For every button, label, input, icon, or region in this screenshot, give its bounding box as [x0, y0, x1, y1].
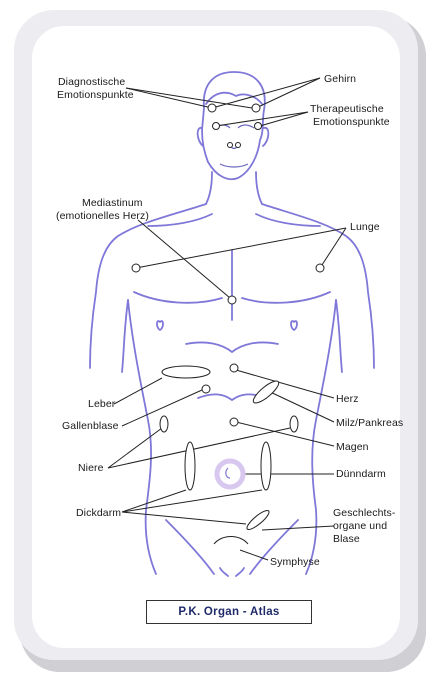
label-gallenblase: Gallenblase: [62, 420, 119, 432]
marker-diagnostic-left: [208, 104, 216, 112]
marker-heart: [230, 364, 238, 372]
label-magen: Magen: [336, 441, 369, 453]
organ-markers: [132, 104, 324, 532]
marker-spleen: [251, 378, 282, 406]
marker-therapeutic-right: [255, 123, 262, 130]
marker-therapeutic-left: [213, 123, 220, 130]
marker-colon-right: [261, 442, 271, 490]
atlas-title-box: P.K. Organ - Atlas: [146, 600, 312, 624]
marker-genitals: [245, 508, 272, 532]
label-leber: Leber: [88, 398, 115, 410]
marker-lung-left: [132, 264, 140, 272]
marker-nose-left: [228, 143, 233, 148]
label-dickdarm: Dickdarm: [76, 507, 121, 519]
marker-kidney-left: [160, 416, 168, 432]
label-geschlechts: Geschlechts-: [333, 507, 395, 519]
marker-colon-left: [185, 442, 195, 490]
marker-lung-right: [316, 264, 324, 272]
label-duenndarm: Dünndarm: [336, 468, 386, 480]
label-lunge: Lunge: [350, 221, 380, 233]
atlas-title: P.K. Organ - Atlas: [178, 606, 279, 618]
label-gehirn: Gehirn: [324, 73, 356, 85]
label-emotionspunkte-therapeutic: Emotionspunkte: [313, 116, 390, 128]
label-diagnostische: Diagnostische: [58, 76, 125, 88]
navel-ring: [217, 461, 243, 487]
face-features: [214, 125, 254, 167]
label-niere: Niere: [78, 462, 104, 474]
marker-mediastinum: [228, 296, 236, 304]
label-mediastinum: Mediastinum: [82, 197, 143, 209]
label-herz: Herz: [336, 393, 359, 405]
label-blase: Blase: [333, 533, 360, 545]
marker-kidney-right: [290, 416, 298, 432]
label-emotionspunkte-diagnostic: Emotionspunkte: [57, 89, 134, 101]
label-therapeutische: Therapeutische: [310, 103, 384, 115]
marker-brain: [252, 104, 260, 112]
label-organe-und: organe und: [333, 520, 387, 532]
label-symphyse: Symphyse: [270, 556, 320, 568]
marker-gallbladder: [202, 385, 210, 393]
marker-nose-right: [236, 143, 241, 148]
marker-stomach: [230, 418, 238, 426]
symphysis-marker: [214, 537, 248, 545]
label-milz-pankreas: Milz/Pankreas: [336, 417, 403, 429]
marker-liver: [162, 366, 210, 378]
label-emotionelles-herz: (emotionelles Herz): [56, 210, 149, 222]
